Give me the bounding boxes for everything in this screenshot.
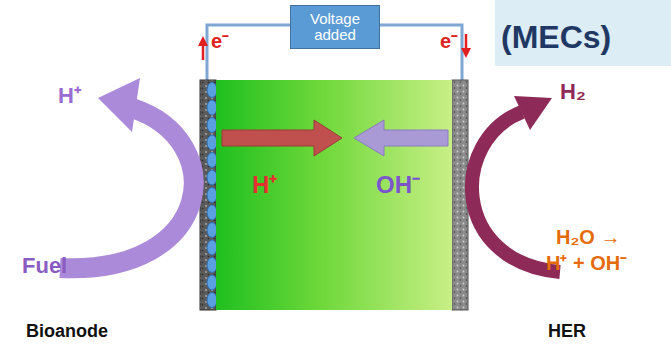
electrode-label: HER xyxy=(548,322,586,342)
chamber: H⁺ OH⁻ xyxy=(216,80,452,310)
electron-arrow xyxy=(461,48,471,58)
proton-flow-arrow xyxy=(222,120,342,156)
electron-label: e⁻ xyxy=(211,30,229,52)
wire xyxy=(380,25,462,82)
wire xyxy=(207,25,290,82)
fuel-label: Fuel xyxy=(22,254,67,278)
voltage-box: Voltage added xyxy=(290,5,380,49)
electron-arrow xyxy=(465,34,468,50)
reaction-label: H⁺ + OH⁻ xyxy=(546,252,627,274)
hydrogen-label: H₂ xyxy=(560,80,586,104)
electron-arrow xyxy=(202,44,205,60)
hydrogen-arrow-head xyxy=(514,96,552,130)
hydrogen-arrow xyxy=(472,112,560,272)
reaction-label: H₂O → xyxy=(556,226,620,248)
title-panel xyxy=(495,0,671,66)
fuel-arrow-head xyxy=(98,78,140,132)
node-text: Voltage added xyxy=(300,11,370,44)
hydroxide-flow-arrow xyxy=(354,120,448,156)
proton-label: H⁺ xyxy=(58,84,81,108)
electrode-label: Bioanode xyxy=(26,322,108,342)
fuel-arrow xyxy=(60,108,194,268)
title-box: (MECs) xyxy=(497,20,671,64)
node-text: OH⁻ xyxy=(376,172,420,198)
electron-label: e⁻ xyxy=(440,30,458,52)
node-text: H⁺ xyxy=(252,172,277,198)
node-text: (MECs) xyxy=(501,20,611,55)
electron-arrow xyxy=(198,36,208,46)
